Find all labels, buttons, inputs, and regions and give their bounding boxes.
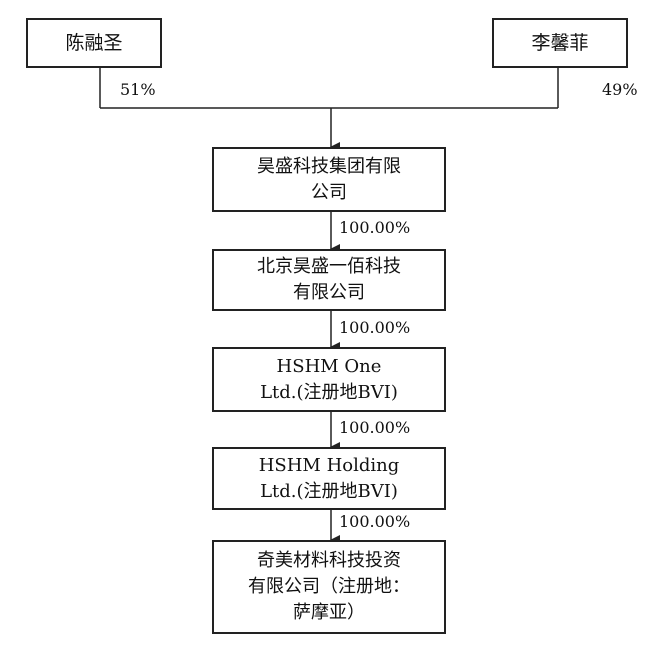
link-share-4: 100.00% [339, 512, 411, 531]
entity-box-1: 昊盛科技集团有限 公司 [212, 147, 446, 212]
entity-5-line-1: 奇美材料科技投资 [257, 550, 401, 571]
entity-2-line-2: 有限公司 [293, 282, 365, 303]
owner-share-left: 51% [120, 80, 156, 99]
link-share-3: 100.00% [339, 418, 411, 437]
entity-4-line-1: HSHM Holding [258, 454, 400, 476]
entity-4-line-2: Ltd.(注册地BVI) [260, 480, 398, 502]
entity-2-line-1: 北京昊盛一佰科技 [257, 256, 401, 277]
owner-name-left: 陈融圣 [65, 32, 123, 54]
owner-name-right: 李馨菲 [531, 32, 589, 54]
entity-box-2: 北京昊盛一佰科技 有限公司 [212, 249, 446, 311]
entity-3-line-2: Ltd.(注册地BVI) [260, 381, 398, 403]
owner-box-right: 李馨菲 [492, 18, 628, 68]
entity-box-4: HSHM Holding Ltd.(注册地BVI) [212, 447, 446, 510]
entity-5-line-3: 萨摩亚） [293, 602, 365, 623]
entity-box-3: HSHM One Ltd.(注册地BVI) [212, 347, 446, 412]
entity-1-line-2: 公司 [311, 181, 347, 203]
owner-share-right: 49% [602, 80, 638, 99]
entity-5-line-2: 有限公司（注册地： [248, 576, 410, 597]
entity-3-line-1: HSHM One [276, 355, 382, 377]
entity-box-5: 奇美材料科技投资 有限公司（注册地： 萨摩亚） [212, 540, 446, 634]
link-share-1: 100.00% [339, 218, 411, 237]
link-share-2: 100.00% [339, 318, 411, 337]
owner-box-left: 陈融圣 [26, 18, 162, 68]
entity-1-line-1: 昊盛科技集团有限 [257, 155, 401, 177]
